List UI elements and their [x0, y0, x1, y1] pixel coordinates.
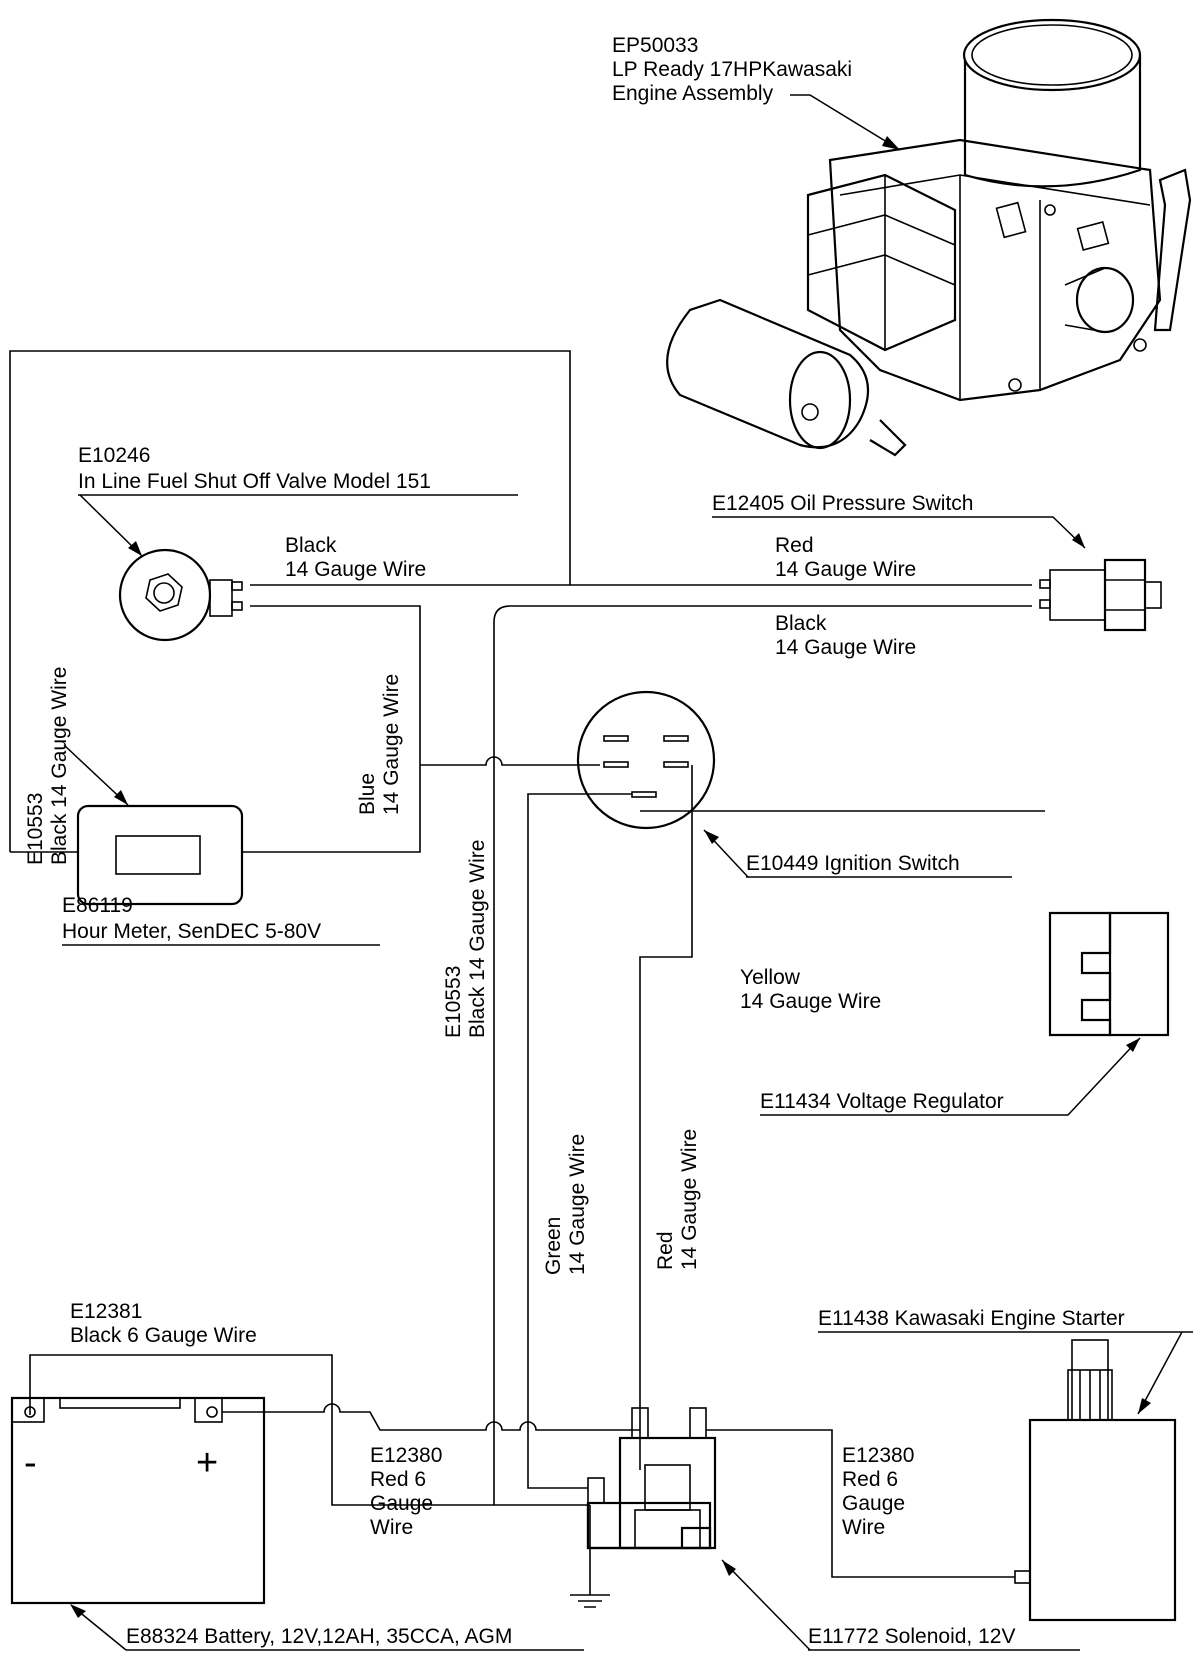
solenoid-label: E11772 Solenoid, 12V: [808, 1625, 1015, 1648]
wire-oil-red-l2: 14 Gauge Wire: [775, 558, 916, 581]
wire-red6-left-l3: Gauge: [370, 1492, 433, 1515]
hour-meter-symbol: [76, 804, 244, 906]
oil-switch-leader: [712, 516, 1086, 549]
engine-assembly-drawing: [666, 18, 1192, 457]
wire-red6-right-l4: Wire: [842, 1516, 885, 1539]
solenoid-leader: [721, 1559, 811, 1651]
battery-minus-sign: -: [24, 1442, 37, 1484]
starter-symbol: [1014, 1339, 1177, 1622]
wire-left-black-l1: E10553: [24, 793, 47, 865]
voltage-regulator-label: E11434 Voltage Regulator: [760, 1090, 1004, 1113]
battery-symbol: [10, 1396, 266, 1605]
voltage-regulator-symbol: [1048, 911, 1170, 1037]
wire-green-l2: 14 Gauge Wire: [566, 1134, 589, 1275]
battery-plus-sign: +: [196, 1442, 218, 1484]
wire-oil-black-l2: 14 Gauge Wire: [775, 636, 916, 659]
wire-oil-red-l1: Red: [775, 534, 814, 557]
wire-red6-left-l1: E12380: [370, 1444, 442, 1467]
engine-leader: [790, 94, 901, 151]
engine-name-line2: Engine Assembly: [612, 82, 774, 105]
wire-red6-left-l2: Red 6: [370, 1468, 426, 1491]
ignition-switch-label: E10449 Ignition Switch: [746, 852, 960, 875]
wires: [9, 350, 1045, 1608]
wire-oil-black-l1: Black: [775, 612, 827, 635]
wire-yellow-l2: 14 Gauge Wire: [740, 990, 881, 1013]
wire-red6-right-l3: Gauge: [842, 1492, 905, 1515]
fuel-valve-desc: In Line Fuel Shut Off Valve Model 151: [78, 470, 431, 493]
starter-label: E11438 Kawasaki Engine Starter: [818, 1307, 1125, 1330]
engine-part-number: EP50033: [612, 34, 698, 57]
wire-yellow-l1: Yellow: [740, 966, 801, 989]
wire-blue-l2: 14 Gauge Wire: [380, 674, 403, 815]
wire-mid-black-l2: Black 14 Gauge Wire: [466, 840, 489, 1038]
hour-meter-part-number: E86119: [62, 894, 133, 917]
wire-green-l1: Green: [542, 1217, 565, 1275]
wire-valve-black-l1: Black: [285, 534, 337, 557]
ignition-switch-symbol: [576, 690, 716, 830]
fuel-valve-symbol: [118, 548, 243, 642]
wire-mid-black-l1: E10553: [442, 966, 465, 1038]
wire-left-black-l2: Black 14 Gauge Wire: [48, 667, 71, 865]
battery-label: E88324 Battery, 12V,12AH, 35CCA, AGM: [126, 1625, 512, 1648]
engine-name-line1: LP Ready 17HPKawasaki: [612, 58, 852, 81]
wire-battery-black-l2: Black 6 Gauge Wire: [70, 1324, 257, 1347]
oil-switch-label: E12405 Oil Pressure Switch: [712, 492, 973, 515]
wire-red6-right-l2: Red 6: [842, 1468, 898, 1491]
fuel-valve-part-number: E10246: [78, 444, 150, 467]
wire-valve-black-l2: 14 Gauge Wire: [285, 558, 426, 581]
wire-blue-l1: Blue: [356, 773, 379, 815]
solenoid-symbol: [586, 1407, 717, 1550]
wire-red6-left-l4: Wire: [370, 1516, 413, 1539]
oil-pressure-switch-symbol: [1039, 558, 1162, 632]
hour-meter-desc: Hour Meter, SenDEC 5-80V: [62, 920, 321, 943]
wire-battery-black-l1: E12381: [70, 1300, 142, 1323]
wire-red14-l1: Red: [654, 1231, 677, 1270]
wire-red6-right-l1: E12380: [842, 1444, 914, 1467]
wire-red14-l2: 14 Gauge Wire: [678, 1129, 701, 1270]
regulator-leader: [760, 1037, 1141, 1116]
